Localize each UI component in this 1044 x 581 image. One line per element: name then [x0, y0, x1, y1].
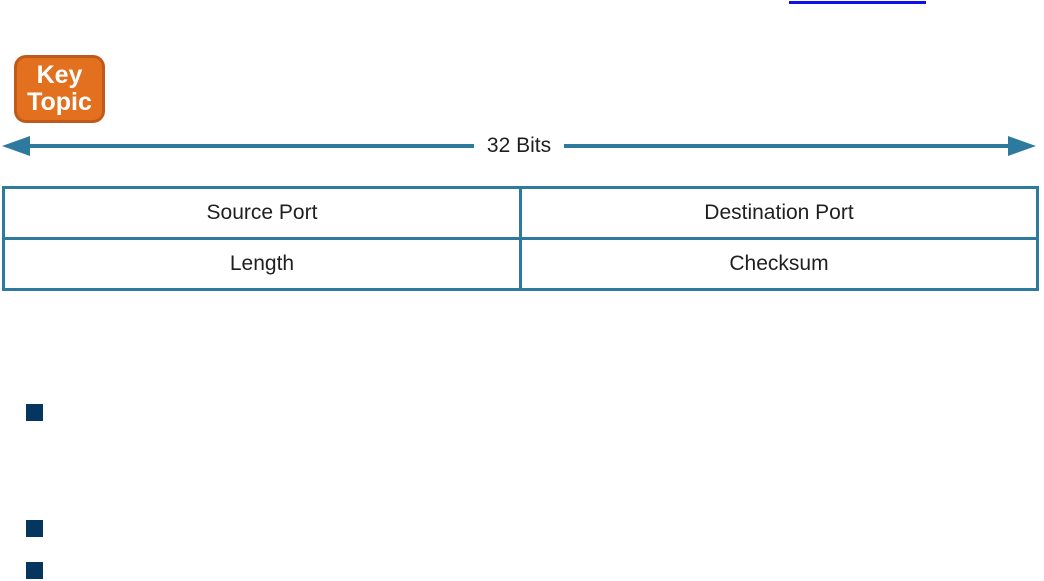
clipped-link-underline[interactable]: [789, 1, 926, 4]
table-cell-length: Length: [5, 240, 519, 288]
arrow-label: 32 Bits: [486, 134, 552, 157]
udp-header-table: Source Port Destination Port Length Chec…: [2, 186, 1039, 291]
arrow-line-right: [564, 144, 1009, 148]
table-cell-source-port: Source Port: [5, 189, 519, 237]
key-topic-line1: Key: [36, 61, 83, 89]
key-topic-badge: Key Topic: [14, 55, 105, 123]
key-topic-line2: Topic: [27, 88, 92, 116]
bullet-square: [26, 404, 43, 421]
table-cell-checksum: Checksum: [522, 240, 1036, 288]
right-arrowhead-icon: [1008, 136, 1037, 156]
table-cell-destination-port: Destination Port: [522, 189, 1036, 237]
bits-width-arrow: 32 Bits: [2, 133, 1037, 159]
arrow-line-left: [30, 144, 474, 148]
left-arrowhead-icon: [2, 136, 30, 156]
bullet-square: [26, 520, 43, 537]
bullet-square: [26, 562, 43, 579]
